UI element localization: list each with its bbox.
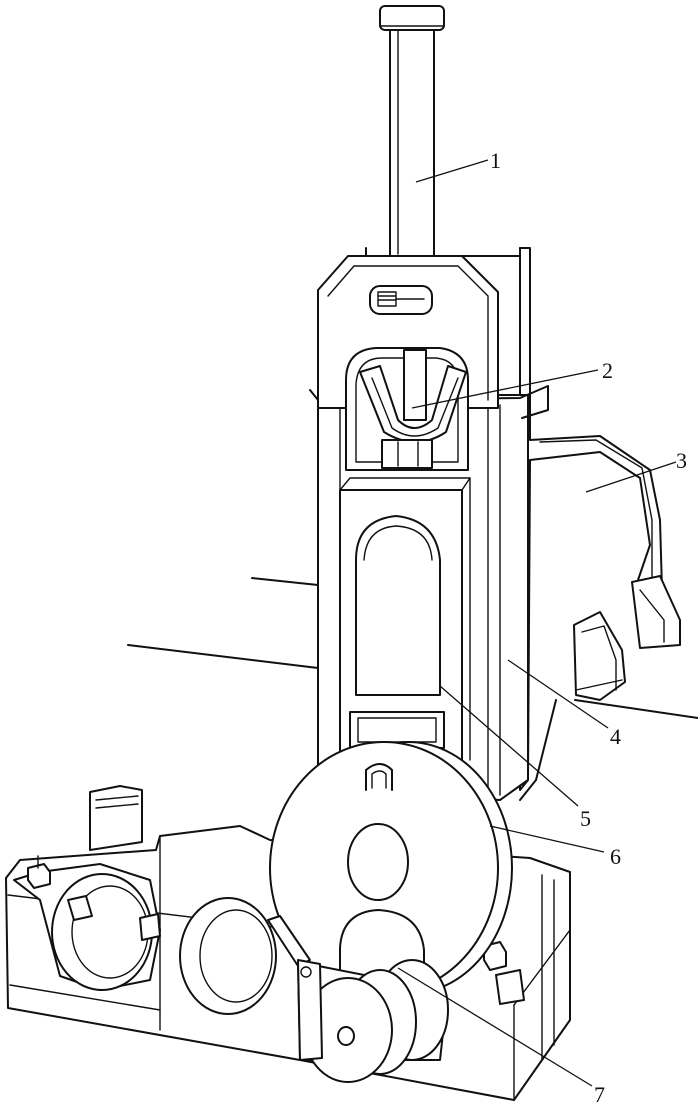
callout-4: 4	[610, 724, 621, 749]
leader-2	[411, 369, 599, 409]
callout-6: 6	[610, 844, 621, 869]
leader-lines	[397, 159, 677, 1087]
leader-6	[489, 825, 605, 853]
leader-3	[585, 461, 677, 493]
leader-7	[397, 967, 593, 1087]
leader-4	[507, 659, 609, 729]
callout-7: 7	[594, 1082, 605, 1107]
callout-1: 1	[490, 148, 501, 173]
background-lines	[127, 577, 698, 719]
piston-rod	[379, 5, 445, 257]
callout-3: 3	[676, 448, 687, 473]
leader-5	[439, 685, 579, 807]
callout-labels: 1 2 3 4 5 6 7	[490, 148, 687, 1107]
callout-5: 5	[580, 806, 591, 831]
clamp-jaw	[345, 347, 469, 471]
leader-1	[415, 159, 489, 183]
side-bracket	[519, 247, 681, 791]
callout-2: 2	[602, 358, 613, 383]
slide-plate	[339, 477, 471, 761]
lower-roller	[267, 909, 449, 1083]
